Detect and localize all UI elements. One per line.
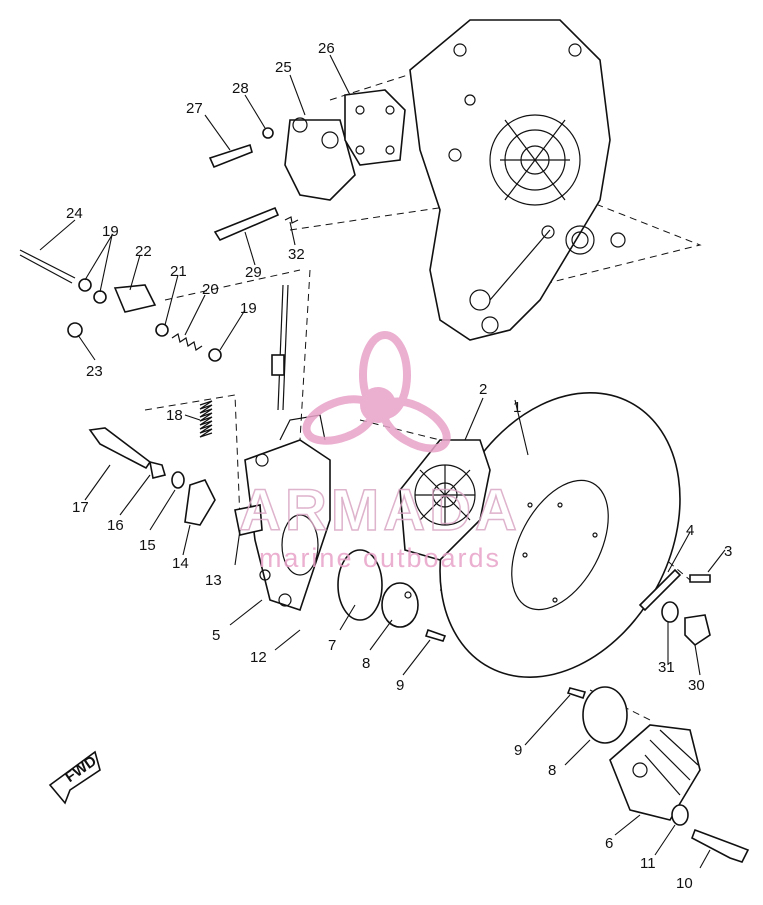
label-part-28: 28 bbox=[232, 80, 249, 97]
link-4 bbox=[638, 568, 682, 612]
label-part-12: 12 bbox=[250, 649, 267, 666]
label-part-1: 1 bbox=[513, 399, 521, 416]
label-part-13: 13 bbox=[205, 572, 222, 589]
label-part-6: 6 bbox=[605, 835, 613, 852]
bracket-25 bbox=[284, 117, 356, 201]
screw-9-front bbox=[424, 628, 447, 642]
label-part-4: 4 bbox=[686, 522, 694, 539]
label-part-9-front: 9 bbox=[396, 677, 404, 694]
label-part-3: 3 bbox=[724, 543, 732, 560]
screw-9-rear bbox=[566, 687, 587, 700]
label-part-15: 15 bbox=[139, 537, 156, 554]
pad-8-front bbox=[381, 582, 419, 628]
label-part-19-side: 19 bbox=[240, 300, 257, 317]
bolt-27 bbox=[208, 127, 274, 169]
washer-31 bbox=[661, 601, 679, 623]
watermark-tagline: marine outboards bbox=[259, 543, 501, 573]
label-part-31: 31 bbox=[658, 659, 675, 676]
pad-8-rear bbox=[582, 686, 628, 744]
label-part-7: 7 bbox=[328, 637, 336, 654]
label-part-14: 14 bbox=[172, 555, 189, 572]
brake-caliper bbox=[244, 414, 331, 612]
label-part-20: 20 bbox=[202, 281, 219, 298]
bolt-17-group bbox=[88, 427, 185, 489]
lever-14 bbox=[184, 479, 216, 526]
label-part-10: 10 bbox=[676, 875, 693, 892]
label-part-27: 27 bbox=[186, 100, 203, 117]
label-part-32: 32 bbox=[288, 246, 305, 263]
label-part-30: 30 bbox=[688, 677, 705, 694]
gear-case-housing bbox=[409, 19, 626, 341]
label-part-25: 25 bbox=[275, 59, 292, 76]
label-part-11: 11 bbox=[640, 855, 656, 872]
label-part-24: 24 bbox=[66, 205, 83, 222]
spring-18 bbox=[199, 400, 213, 438]
label-part-29: 29 bbox=[245, 264, 262, 281]
propeller-logo-icon bbox=[302, 331, 451, 453]
bolt-24-group bbox=[19, 249, 222, 362]
label-part-5: 5 bbox=[212, 627, 220, 644]
label-part-19-top: 19 bbox=[102, 223, 119, 240]
piston-7 bbox=[337, 549, 383, 621]
label-part-18: 18 bbox=[166, 407, 183, 424]
leader-lines bbox=[39, 54, 726, 869]
bolt-10 bbox=[691, 828, 750, 863]
label-part-23: 23 bbox=[86, 363, 103, 380]
label-part-21: 21 bbox=[170, 263, 187, 280]
label-part-8-rear: 8 bbox=[548, 762, 556, 779]
label-part-8-front: 8 bbox=[362, 655, 370, 672]
label-part-16: 16 bbox=[107, 517, 124, 534]
label-part-22: 22 bbox=[135, 243, 152, 260]
caliper-6 bbox=[609, 724, 701, 821]
pin-29 bbox=[213, 206, 299, 242]
washer-11 bbox=[671, 804, 689, 826]
label-part-2: 2 bbox=[479, 381, 487, 398]
fwd-arrow-icon: FWD bbox=[48, 750, 101, 805]
actuator-rod bbox=[234, 284, 289, 536]
nut-30 bbox=[684, 614, 711, 647]
watermark-brand: ARMADA bbox=[239, 478, 521, 543]
label-part-26: 26 bbox=[318, 40, 335, 57]
part-number-labels: 1 2 3 4 5 6 7 8 9 9 8 10 11 12 13 14 15 … bbox=[66, 40, 732, 892]
watermark: ARMADA marine outboards bbox=[238, 331, 521, 573]
bolt-3 bbox=[689, 574, 711, 583]
label-part-9-rear: 9 bbox=[514, 742, 522, 759]
label-part-17: 17 bbox=[72, 499, 89, 516]
plate-26 bbox=[344, 89, 406, 166]
